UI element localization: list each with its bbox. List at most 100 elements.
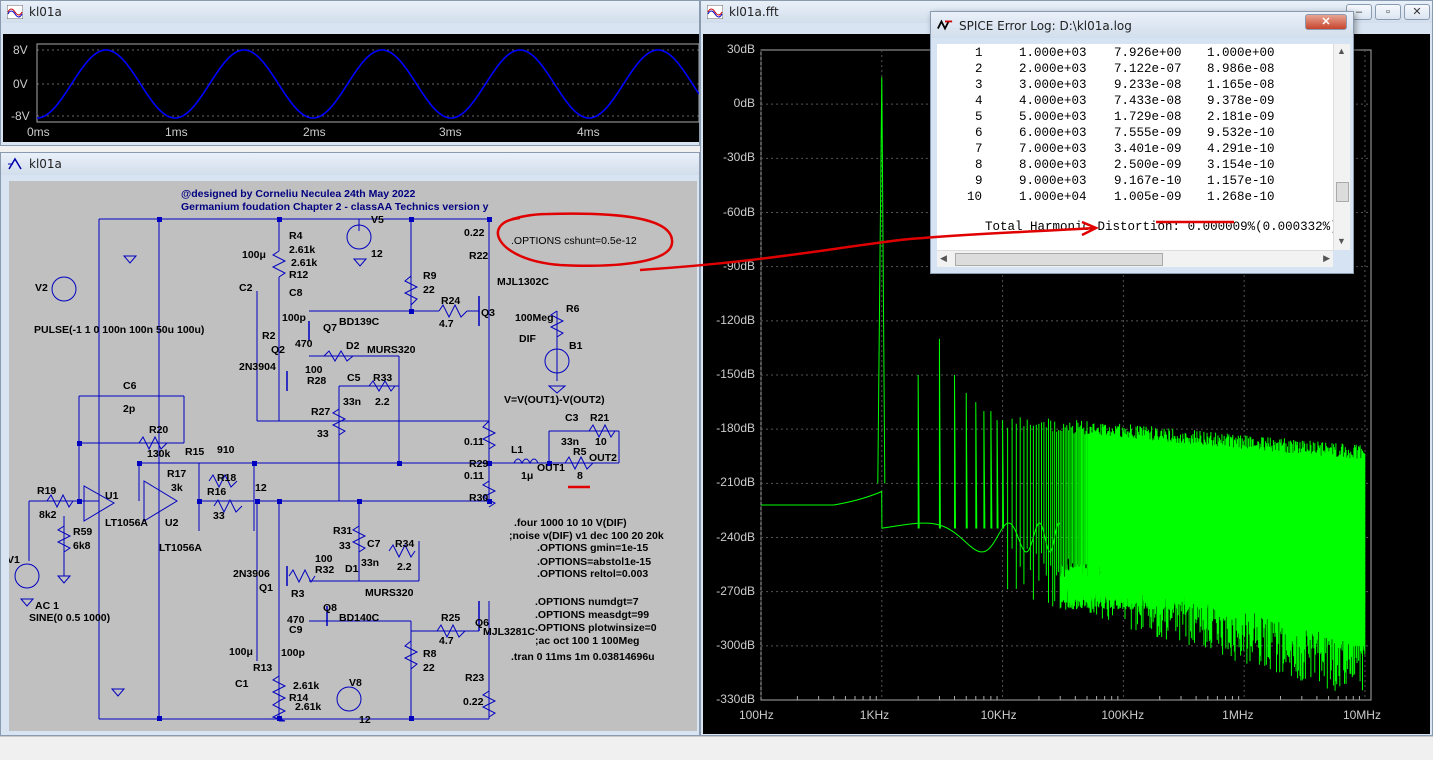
component-label: R28 (307, 375, 326, 387)
component-label: MURS320 (365, 587, 414, 599)
component-label: R19 (37, 485, 56, 497)
scroll-up-arrow[interactable]: ▲ (1337, 46, 1346, 56)
component-label: 4.7 (439, 635, 454, 647)
scroll-down-arrow[interactable]: ▼ (1337, 236, 1346, 246)
component-label: 2.2 (397, 561, 412, 573)
component-label: Q2 (271, 344, 285, 356)
design-subtitle: Germanium foudation Chapter 2 - classAA … (181, 201, 489, 213)
component-label: R13 (253, 662, 272, 674)
x-tick-label: 2ms (303, 125, 326, 139)
x-tick-label: 1ms (165, 125, 188, 139)
y-tick-label: -180dB (703, 421, 755, 435)
harmonic-number: 1 (975, 46, 983, 60)
harmonic-number: 5 (975, 110, 983, 124)
component-label: R9 (423, 270, 437, 282)
component-label: R33 (373, 372, 392, 384)
component-label: R3 (291, 588, 305, 600)
y-tick-label: 8V (13, 43, 28, 57)
component-label: R23 (465, 672, 484, 684)
component-label: BD139C (339, 316, 380, 328)
component-label: R29 (469, 458, 488, 470)
schematic-canvas[interactable]: @designed by Corneliu Neculea 24th May 2… (9, 181, 697, 731)
error-log-dialog: SPICE Error Log: D:\kl01a.log ✕ 11.000e+… (930, 11, 1354, 274)
sine-source: SINE(0 0.5 1000) (29, 612, 110, 624)
component-label: U1 (105, 490, 119, 502)
harmonic-number: 3 (975, 78, 983, 92)
restore-button[interactable]: ▫ (1375, 4, 1401, 20)
component-label: 100Meg (515, 312, 554, 324)
component-label: 12 (371, 248, 383, 260)
component-label: 33n (361, 557, 379, 569)
component-label: R12 (289, 269, 308, 281)
component-label: LT1056A (159, 542, 202, 554)
directive: .OPTIONS plotwinsize=0 (535, 622, 657, 634)
error-log-titlebar[interactable]: SPICE Error Log: D:\kl01a.log ✕ (931, 12, 1353, 38)
component-label: MURS320 (367, 344, 416, 356)
component-label: 33 (213, 510, 225, 522)
y-tick-label: 0V (13, 77, 28, 91)
harmonic-row: 33.000e+039.233e-081.165e-08 (937, 78, 1333, 94)
y-tick-label: 30dB (703, 42, 755, 56)
harmonic-row: 11.000e+037.926e+001.000e+00 (937, 46, 1333, 62)
transient-titlebar[interactable]: kl01a (1, 1, 699, 23)
pulse-source: PULSE(-1 1 0 100n 100n 50u 100u) (34, 324, 204, 336)
component-label: LT1056A (105, 517, 148, 529)
scroll-left-arrow[interactable]: ◀ (940, 253, 947, 264)
harmonic-number: 2 (975, 62, 983, 76)
close-button[interactable]: ✕ (1305, 14, 1347, 30)
directive: .tran 0 11ms 1m 0.03814696u (511, 651, 655, 663)
thd-value: 0.000009% (1188, 220, 1256, 234)
schematic-svg: @designed by Corneliu Neculea 24th May 2… (9, 181, 697, 731)
close-button[interactable]: ✕ (1404, 4, 1430, 20)
spice-directives: .four 1000 10 10 V(DIF) ;noise v(DIF) v1… (509, 517, 664, 663)
component-label: R27 (311, 406, 330, 418)
magnitude: 9.233e-08 (1114, 78, 1182, 92)
component-label: 4.7 (439, 318, 454, 330)
magnitude: 1.005e-09 (1114, 190, 1182, 204)
component-label: 2p (123, 403, 135, 415)
harmonic-number: 4 (975, 94, 983, 108)
component-label: OUT1 (537, 462, 565, 474)
magnitude: 3.401e-09 (1114, 142, 1182, 156)
x-tick-label: 100KHz (1101, 708, 1144, 722)
harmonic-row: 99.000e+039.167e-101.157e-10 (937, 174, 1333, 190)
harmonic-number: 7 (975, 142, 983, 156)
harmonic-number: 6 (975, 126, 983, 140)
component-label: R34 (395, 538, 414, 550)
component-label: MJL1302C (497, 276, 549, 288)
component-label: Q3 (481, 307, 495, 319)
scroll-right-arrow[interactable]: ▶ (1323, 253, 1330, 264)
normalized: 9.378e-09 (1207, 94, 1275, 108)
x-tick-label: 1MHz (1222, 708, 1253, 722)
y-tick-label: -90dB (703, 259, 755, 273)
component-label: D2 (346, 340, 360, 352)
vertical-scrollbar[interactable]: ▲ ▼ (1333, 44, 1350, 250)
horizontal-scrollbar[interactable]: ◀ ▶ (937, 250, 1333, 267)
magnitude: 7.122e-07 (1114, 62, 1182, 76)
y-tick-label: -240dB (703, 530, 755, 544)
directive: .four 1000 10 10 V(DIF) (514, 517, 627, 529)
y-tick-label: -300dB (703, 638, 755, 652)
component-label: U2 (165, 517, 179, 529)
component-label: R22 (469, 250, 488, 262)
directive: .OPTIONS measdgt=99 (535, 609, 649, 621)
component-label: 910 (217, 444, 235, 456)
component-label: 8k2 (39, 509, 57, 521)
scroll-thumb[interactable] (955, 253, 1163, 266)
magnitude: 7.926e+00 (1114, 46, 1182, 60)
component-label: 2.61k (289, 244, 315, 256)
normalized: 1.165e-08 (1207, 78, 1275, 92)
component-label: C3 (565, 412, 579, 424)
frequency: 7.000e+03 (1019, 142, 1087, 156)
schematic-titlebar[interactable]: kl01a (1, 153, 699, 175)
scroll-thumb[interactable] (1336, 182, 1349, 202)
component-label: Q8 (323, 602, 337, 614)
component-label: 0.11 (464, 436, 484, 448)
transient-plot[interactable]: 8V 0V -8V 0ms 1ms 2ms 3ms 4ms (3, 34, 699, 142)
y-tick-label: -270dB (703, 584, 755, 598)
x-tick-label: 0ms (27, 125, 50, 139)
directive: .OPTIONS gmin=1e-15 (537, 542, 648, 554)
ac-source: AC 1 (35, 600, 59, 612)
magnitude: 2.500e-09 (1114, 158, 1182, 172)
error-log-text[interactable]: 11.000e+037.926e+001.000e+0022.000e+037.… (937, 44, 1333, 250)
